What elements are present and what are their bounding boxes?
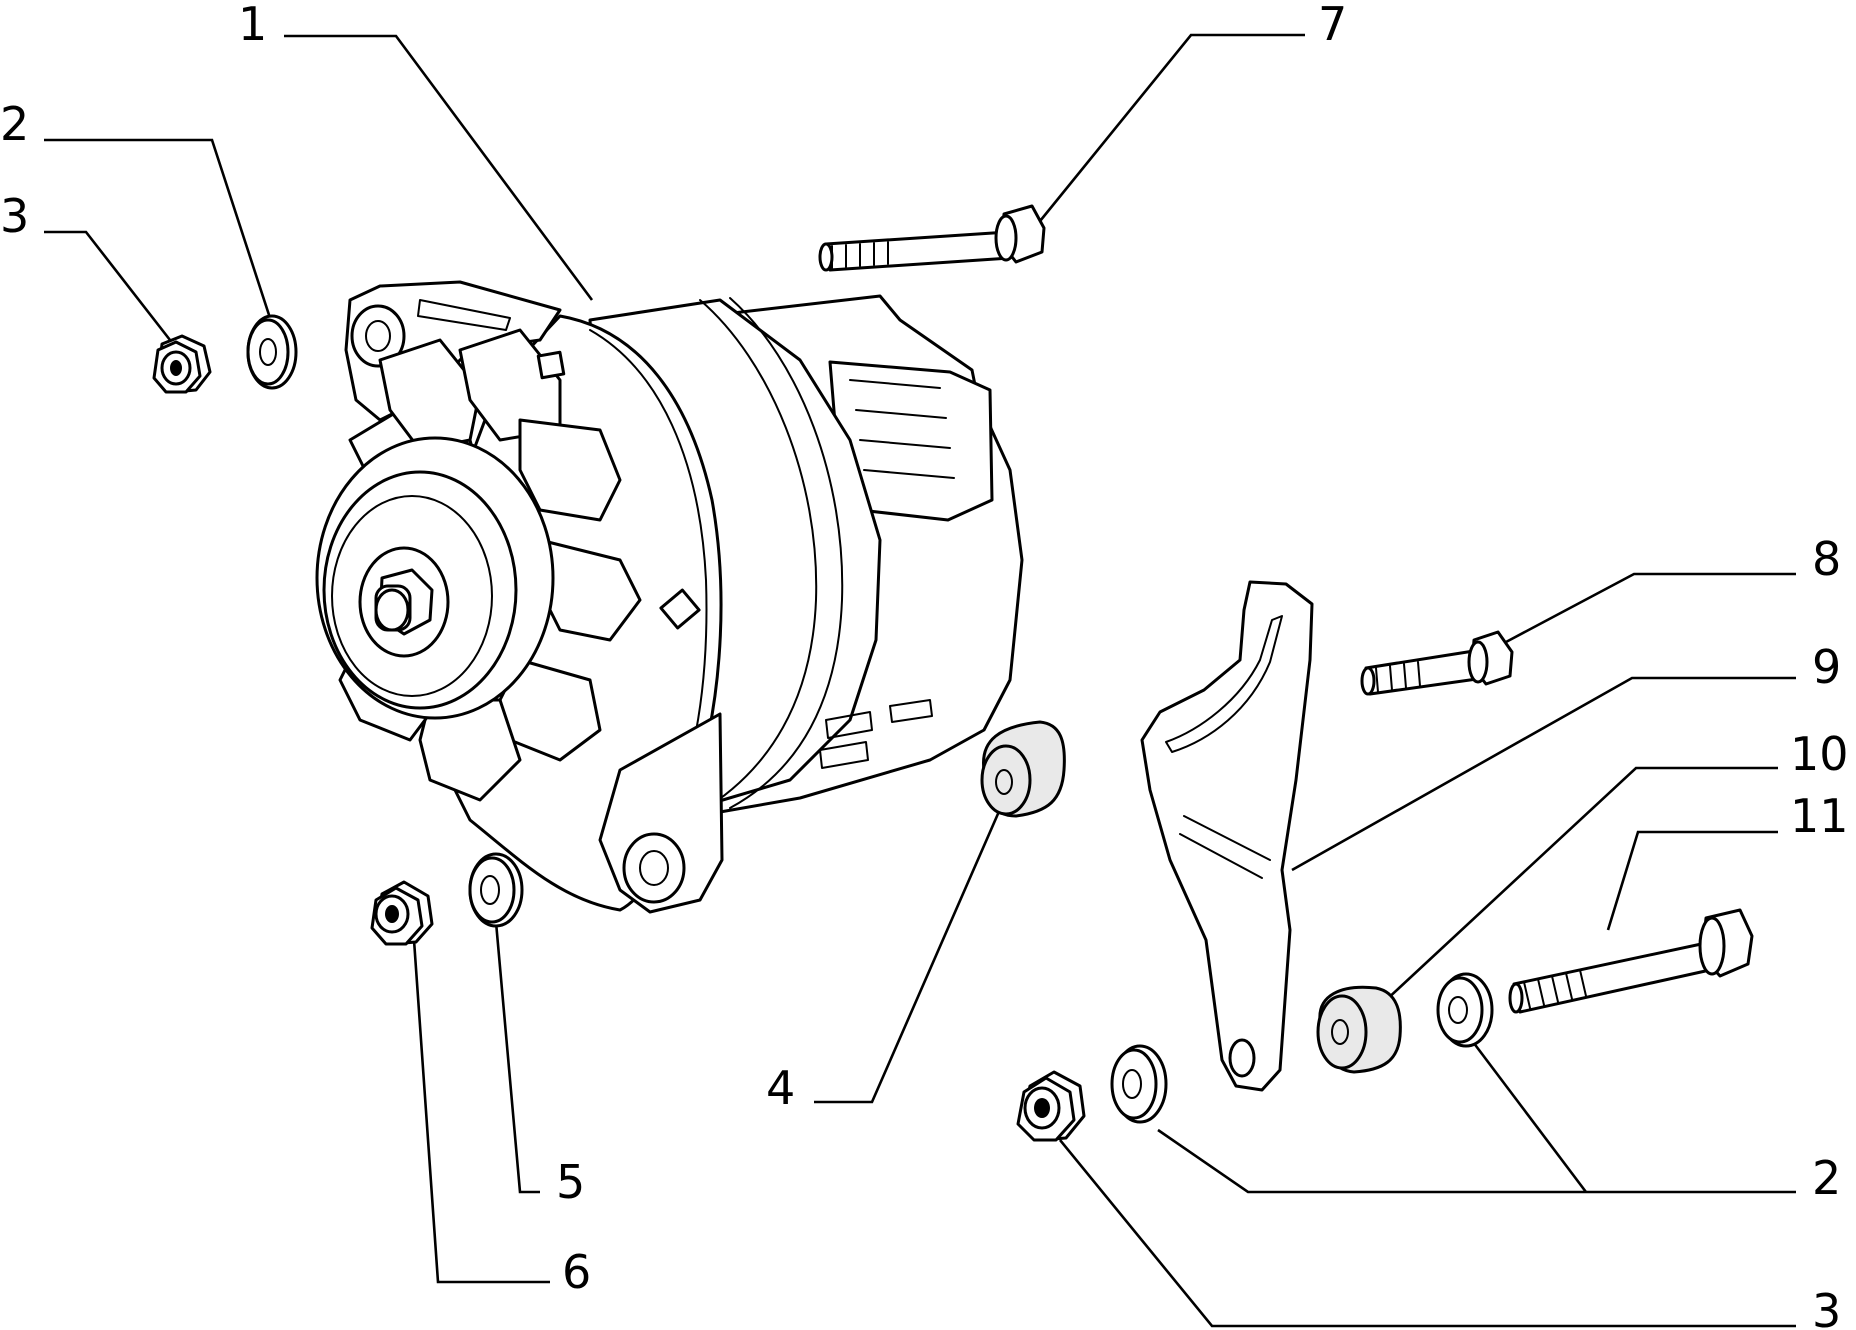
leader-3-top	[44, 230, 172, 341]
leader-11	[1606, 830, 1778, 931]
leader-4	[814, 799, 1006, 1104]
bolt-icon	[1360, 630, 1514, 696]
leader-5	[494, 921, 540, 1194]
callout-6: 6	[562, 1245, 591, 1299]
washer-icon	[1110, 1044, 1168, 1124]
leader-2-bottom	[1157, 1128, 1796, 1194]
leader-lines	[44, 33, 1796, 1328]
leader-1	[284, 34, 594, 301]
leader-2-bottom-b	[1468, 1037, 1588, 1193]
hex-nut-icon	[1016, 1070, 1086, 1142]
leader-8	[1505, 572, 1796, 644]
callout-3-bottom: 3	[1812, 1284, 1841, 1330]
bolt-icon	[1508, 908, 1754, 1014]
washer-icon	[246, 314, 298, 390]
hex-nut-icon	[152, 334, 212, 394]
callout-7: 7	[1318, 0, 1347, 51]
leader-2-top	[44, 138, 272, 319]
callout-3-top: 3	[0, 189, 29, 243]
leader-9	[1291, 676, 1796, 872]
callout-8: 8	[1812, 532, 1841, 586]
rubber-bushing-icon	[1316, 985, 1402, 1074]
washer-icon	[468, 852, 524, 928]
leader-6	[412, 939, 550, 1284]
adjusting-bracket-icon	[1140, 580, 1314, 1092]
callout-5: 5	[556, 1155, 585, 1209]
alternator-icon	[315, 280, 1024, 914]
callout-9: 9	[1812, 640, 1841, 694]
callout-4: 4	[766, 1061, 795, 1115]
hex-nut-icon	[370, 880, 434, 946]
alternator-pulley	[315, 436, 555, 720]
leader-3-bottom	[1058, 1139, 1796, 1328]
callout-10: 10	[1790, 727, 1849, 781]
callout-2-bottom: 2	[1812, 1151, 1841, 1205]
leader-7	[1034, 33, 1305, 227]
leader-10	[1383, 766, 1778, 1003]
callout-2-top: 2	[0, 97, 29, 151]
callout-11: 11	[1790, 789, 1849, 843]
callout-1: 1	[238, 0, 267, 51]
bolt-icon	[818, 204, 1046, 272]
rubber-bushing-icon	[980, 720, 1066, 818]
washer-icon	[1436, 972, 1494, 1048]
